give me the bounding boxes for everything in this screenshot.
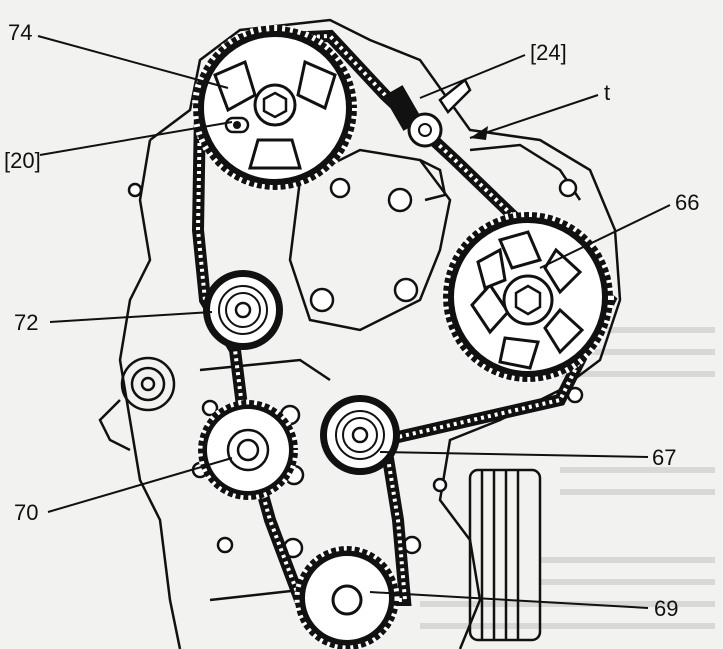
tensioner-assembly — [383, 78, 472, 202]
callout-74: 74 — [8, 20, 32, 45]
callout-67: 67 — [652, 445, 676, 470]
callout-t: t — [604, 80, 610, 105]
crankshaft-sprocket — [294, 545, 400, 649]
callout-66: 66 — [675, 190, 699, 215]
callout-24: [24] — [530, 40, 567, 65]
callout-72: 72 — [14, 310, 38, 335]
callout-70: 70 — [14, 500, 38, 525]
callout-69: 69 — [654, 596, 678, 621]
idler-pulley-lower — [320, 395, 400, 475]
auxiliary-pulley — [120, 356, 176, 412]
idler-pulley-upper — [203, 270, 283, 350]
callout-labels: 74 [24] t [20] 66 72 67 70 69 — [4, 20, 699, 621]
tension-arrow — [470, 126, 488, 140]
injection-pump-sprocket — [442, 211, 614, 383]
leader-lines — [37, 35, 671, 609]
bolts — [127, 177, 584, 559]
camshaft-sprocket — [192, 25, 358, 191]
callout-20: [20] — [4, 148, 41, 173]
water-pump-sprocket — [197, 399, 299, 501]
timing-belt — [191, 29, 618, 606]
